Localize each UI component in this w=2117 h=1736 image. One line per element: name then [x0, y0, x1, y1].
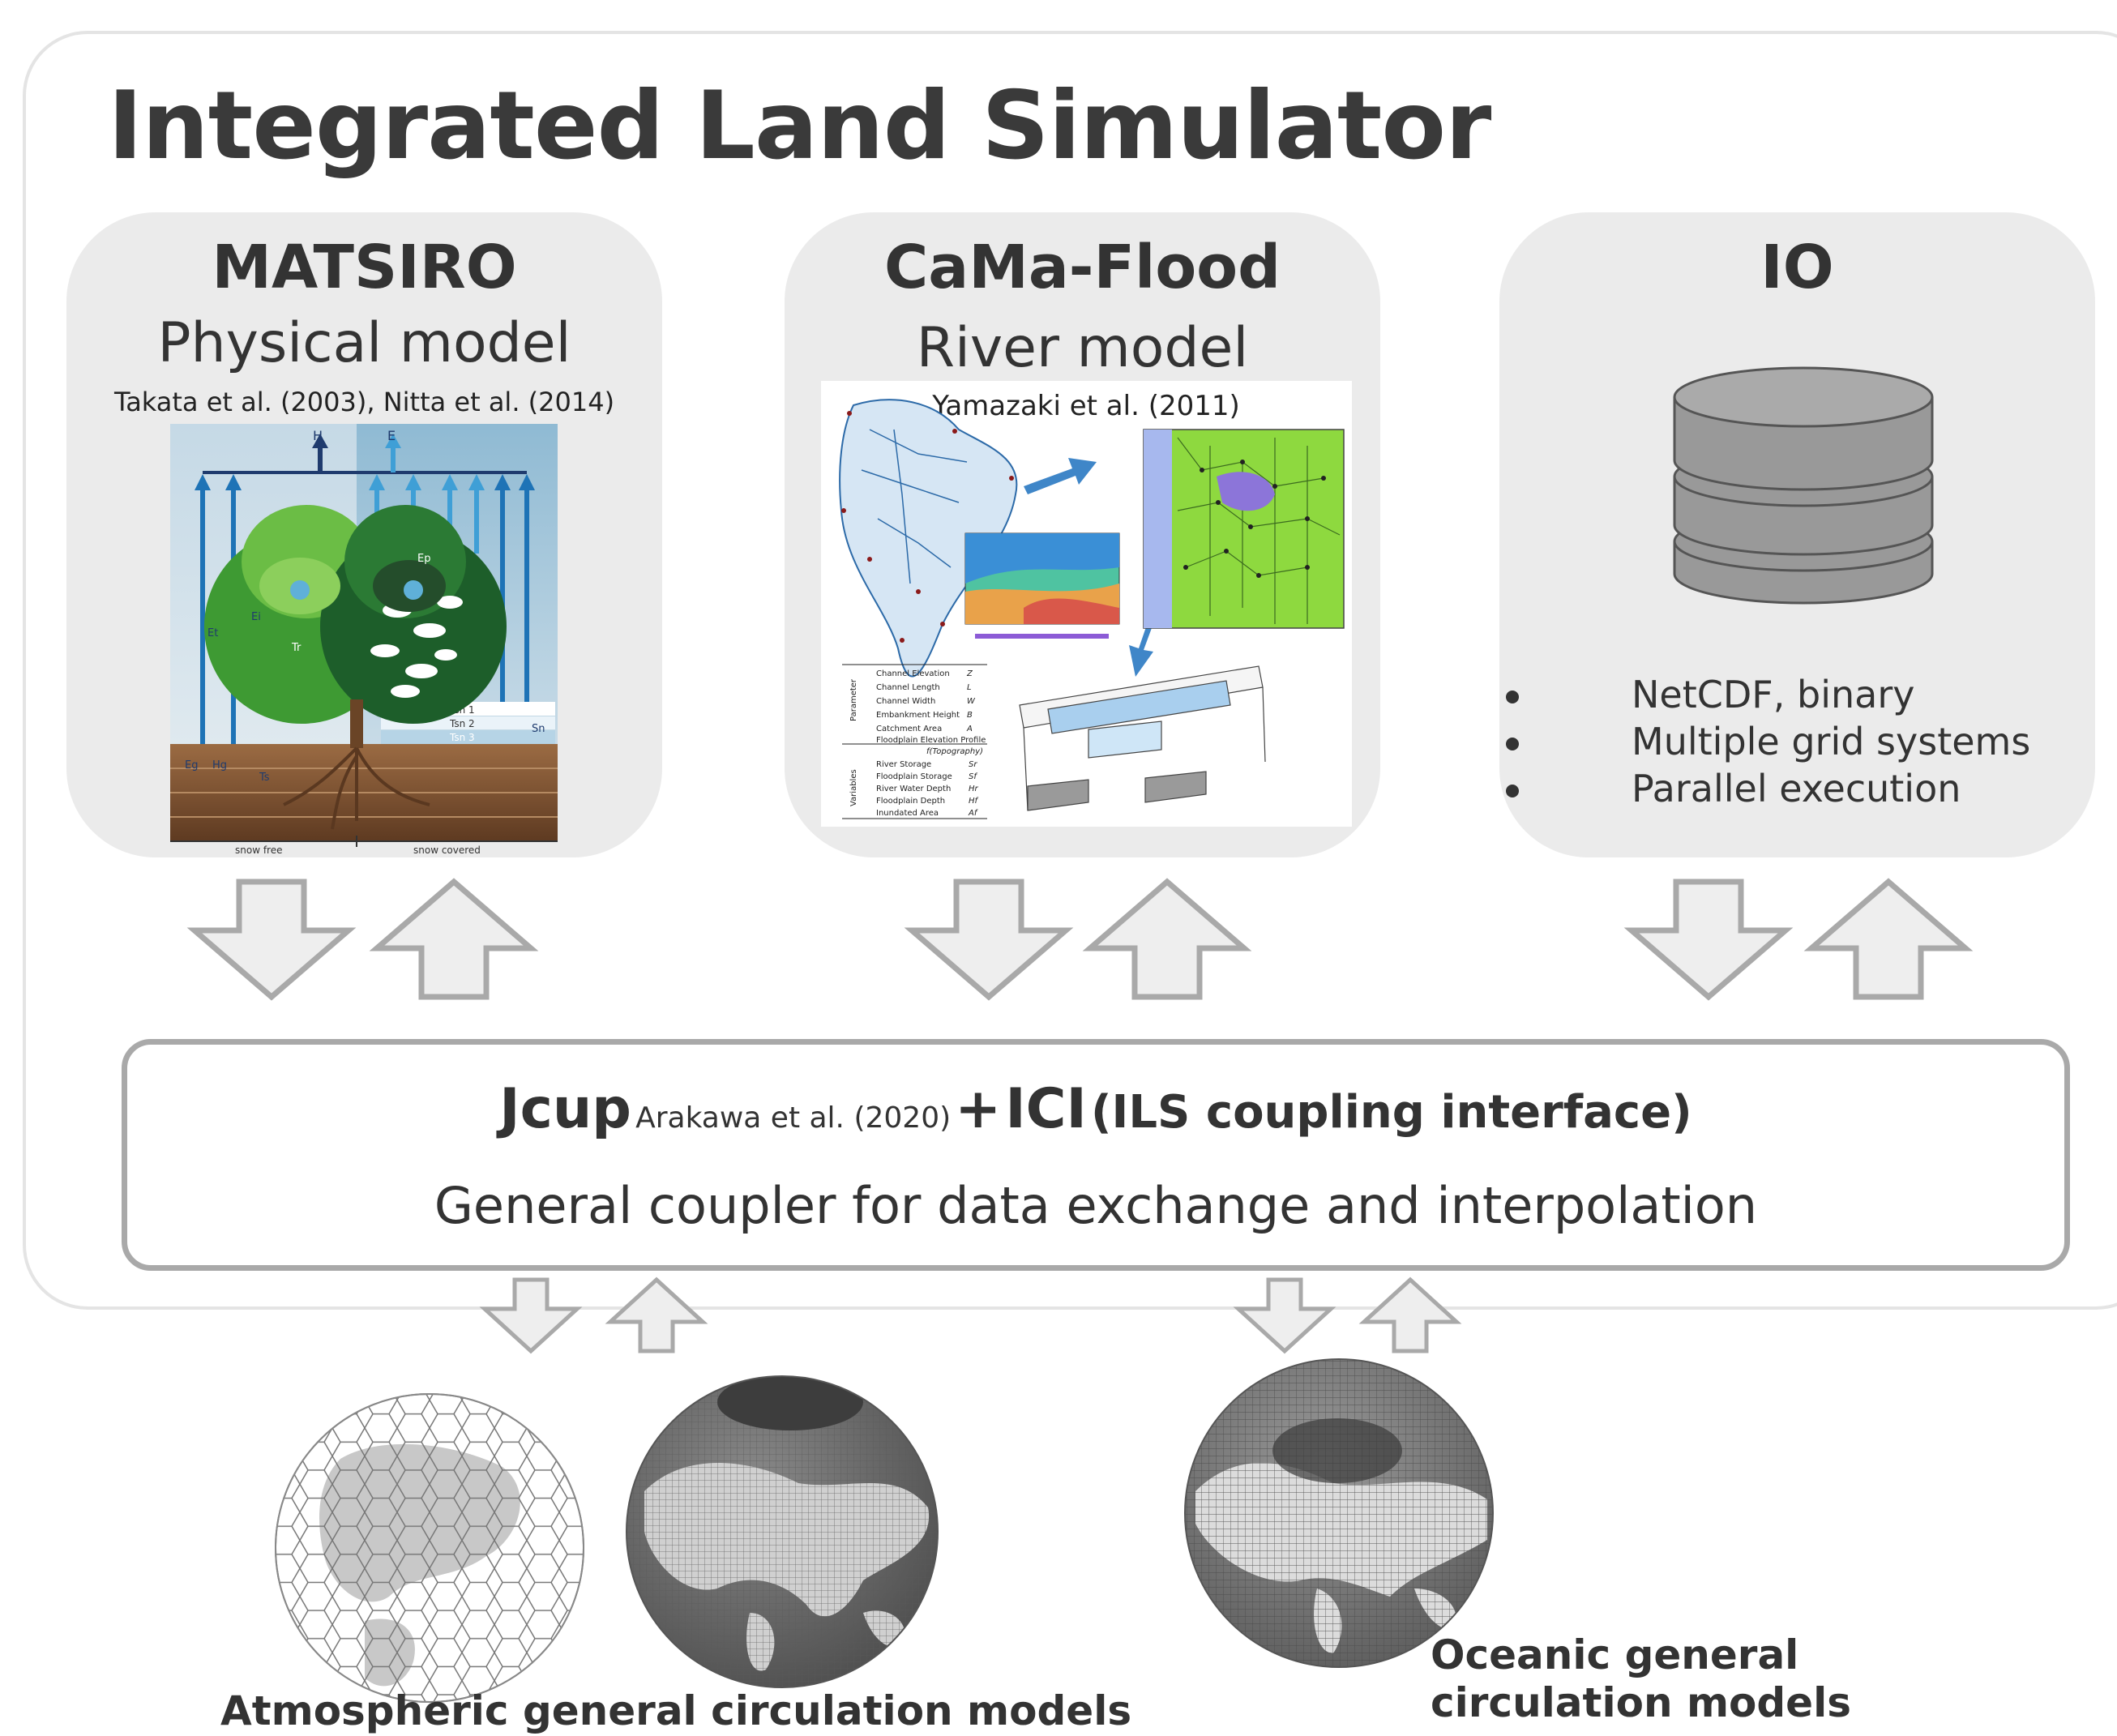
snow-covered-label: snow covered — [413, 844, 481, 853]
matsiro-land-surface-figure: Tsn 1 Tsn 2 Tsn 3 H E — [170, 424, 558, 853]
cama-flood-figure: Yamazaki et al. (2011) Parameter Variabl… — [821, 381, 1352, 827]
oceanic-gcm-caption-line1: Oceanic general — [1431, 1631, 1799, 1678]
snow-sn-label: Sn — [532, 723, 545, 735]
flux-ep-label: Ep — [417, 553, 430, 565]
bullet-icon — [1506, 691, 1519, 703]
coupler-description: General coupler for data exchange and in… — [434, 1176, 1758, 1235]
matsiro-title: MATSIRO — [212, 233, 517, 302]
down-arrow-icon — [186, 879, 357, 1001]
plus-sign: + — [955, 1077, 1002, 1141]
database-icon — [1673, 366, 1934, 605]
up-arrow-icon — [1803, 878, 1974, 1000]
cama-flood-subtitle: River model — [916, 316, 1249, 380]
param-row: Catchment Area — [876, 725, 942, 733]
channel-schematic — [1019, 665, 1266, 811]
catchment-map — [1143, 429, 1345, 629]
page-title: Integrated Land Simulator — [108, 71, 1491, 181]
variable-row: River Storage — [876, 760, 931, 769]
jcup-label: Jcup — [499, 1077, 631, 1141]
bullet-icon — [1506, 785, 1519, 797]
flux-eg-label: Eg — [185, 759, 198, 772]
param-row: Channel Elevation — [876, 669, 950, 678]
down-arrow-icon — [1233, 1277, 1336, 1354]
param-symbol: W — [967, 697, 976, 706]
up-arrow-icon — [1082, 878, 1252, 1000]
jcup-reference: Arakawa et al. (2020) — [635, 1101, 952, 1135]
oceanic-gcm-caption-line2: circulation models — [1431, 1679, 1851, 1726]
param-symbol: L — [967, 683, 972, 692]
bullet-icon — [1506, 738, 1519, 750]
flux-h-label: H — [313, 428, 323, 443]
variable-row: Floodplain Storage — [876, 772, 952, 781]
variable-row: River Water Depth — [876, 785, 951, 793]
param-symbol: A — [966, 725, 973, 733]
coupler-box: Jcup Arakawa et al. (2020) + ICI (ILS co… — [122, 1039, 2070, 1271]
up-arrow-icon — [369, 878, 539, 1000]
variable-symbol: Sf — [969, 772, 977, 781]
variable-symbol: Hr — [969, 785, 979, 793]
flow-arrow-down — [1129, 618, 1155, 677]
up-arrow-icon — [1358, 1276, 1462, 1353]
variables-group-label: Variables — [849, 769, 858, 806]
variable-symbol: Hf — [969, 797, 979, 806]
flux-hg-label: Hg — [212, 759, 227, 772]
down-arrow-icon — [479, 1277, 583, 1354]
param-row: Embankment Height — [876, 711, 960, 720]
variable-row: Inundated Area — [876, 809, 939, 818]
exchange-arrows-upper — [186, 878, 1974, 1001]
temp-ts-label: Ts — [259, 772, 270, 784]
param-row: Channel Length — [876, 683, 940, 692]
tripolar-grid-globe-ocean — [1184, 1358, 1494, 1668]
parameter-group-label: Parameter — [849, 678, 858, 721]
flux-e-label: E — [387, 428, 396, 443]
snow-free-label: snow free — [235, 844, 283, 853]
variable-symbol: Sr — [969, 760, 977, 769]
down-arrow-icon — [904, 879, 1074, 1001]
flux-ei-label: Ei — [251, 611, 261, 623]
flux-tr-label: Tr — [291, 642, 302, 654]
cama-flood-reference: Yamazaki et al. (2011) — [931, 390, 1240, 422]
tsn2-label: Tsn 2 — [449, 718, 475, 729]
ici-description: (ILS coupling interface) — [1090, 1086, 1692, 1139]
param-row: Channel Width — [876, 697, 935, 706]
param-symbol: Z — [966, 669, 973, 678]
exchange-arrows-lower — [479, 1276, 1462, 1354]
cama-flood-title: CaMa-Flood — [883, 233, 1281, 302]
atmospheric-gcm-caption: Atmospheric general circulation models — [220, 1687, 1132, 1734]
matsiro-reference: Takata et al. (2003), Nitta et al. (2014… — [113, 387, 615, 417]
variable-symbol: Af — [968, 809, 978, 818]
ici-label: ICI — [1005, 1077, 1087, 1141]
io-title: IO — [1760, 233, 1834, 302]
up-arrow-icon — [605, 1276, 708, 1353]
flow-arrow-right — [1024, 458, 1097, 494]
icosahedral-grid-globe — [275, 1393, 584, 1703]
topography-label: f(Topography) — [926, 747, 983, 756]
variable-row: Floodplain Depth — [876, 797, 945, 806]
param-symbol: B — [967, 711, 973, 720]
flux-et-label: Et — [207, 627, 218, 639]
coupler-heading: Jcup Arakawa et al. (2020) + ICI (ILS co… — [127, 1077, 2064, 1141]
latlon-grid-globe-atmosphere — [626, 1375, 939, 1688]
matsiro-subtitle: Physical model — [157, 311, 571, 375]
tsn3-label: Tsn 3 — [449, 732, 475, 743]
down-arrow-icon — [1623, 879, 1794, 1001]
param-row: Floodplain Elevation Profile — [876, 736, 986, 745]
